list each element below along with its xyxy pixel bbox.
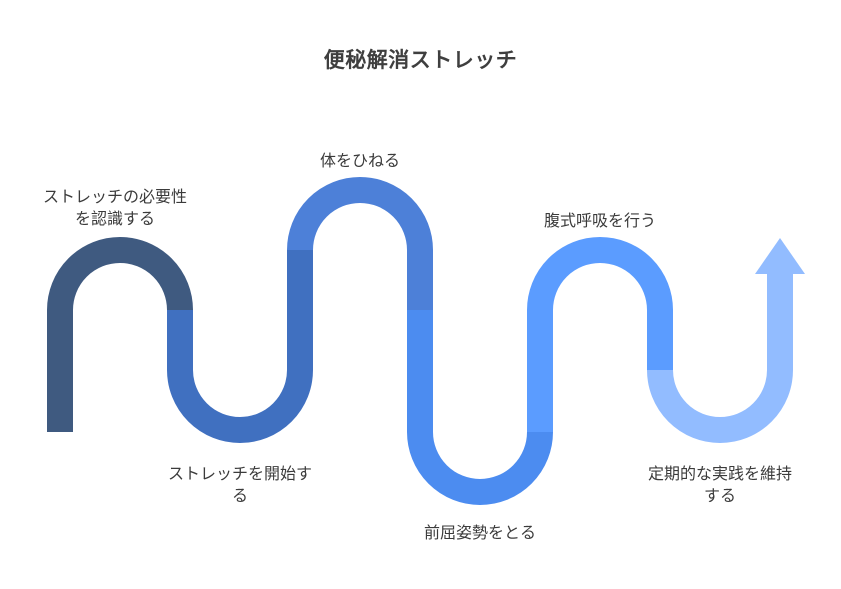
step-label-2-line-1: ストレッチを開始す xyxy=(167,464,312,483)
step-label-3-line-1: 体をひねる xyxy=(319,151,400,170)
path-segment-5 xyxy=(527,237,673,432)
step-label-4-line-1: 前屈姿勢をとる xyxy=(423,523,536,542)
step-label-1-line-2: を認識する xyxy=(74,209,155,228)
step-label-2-line-2: る xyxy=(231,486,248,505)
path-segment-3 xyxy=(287,177,433,310)
step-label-5: 腹式呼吸を行う xyxy=(510,210,690,232)
path-segment-4 xyxy=(407,310,553,505)
step-label-6-line-2: する xyxy=(703,486,736,505)
arrow-head-icon xyxy=(755,238,805,274)
path-segment-1 xyxy=(47,237,193,432)
step-label-1-line-1: ストレッチの必要性 xyxy=(42,187,187,206)
step-label-6: 定期的な実践を維持 する xyxy=(610,463,830,507)
step-label-2: ストレッチを開始す る xyxy=(140,463,340,507)
path-segment-2 xyxy=(167,250,313,443)
step-label-1: ストレッチの必要性 を認識する xyxy=(10,186,220,230)
step-label-3: 体をひねる xyxy=(270,150,450,172)
step-label-4: 前屈姿勢をとる xyxy=(380,522,580,544)
path-segment-6 xyxy=(647,272,793,443)
step-label-5-line-1: 腹式呼吸を行う xyxy=(543,211,656,230)
step-label-6-line-1: 定期的な実践を維持 xyxy=(647,464,792,483)
page-title: 便秘解消ストレッチ xyxy=(323,48,518,72)
